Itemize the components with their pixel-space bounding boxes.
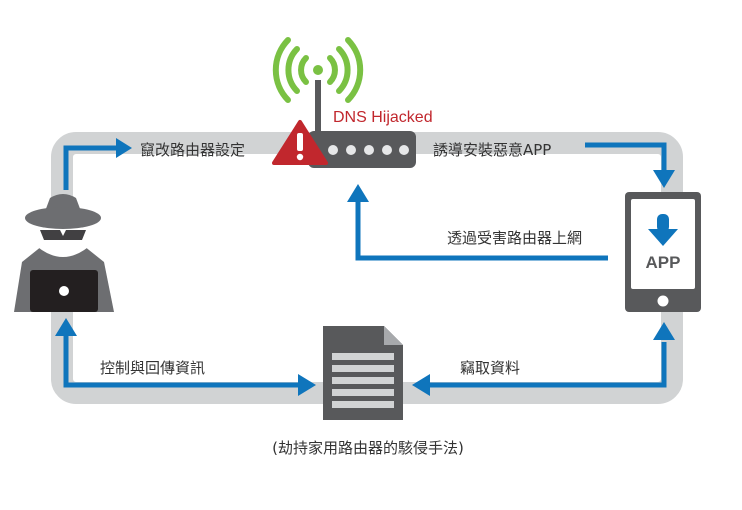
arrowhead: [298, 374, 316, 396]
phone-icon: [625, 192, 701, 312]
label-induce-install: 誘導安裝惡意APP: [433, 141, 551, 159]
arrow-hacker-to-document: [63, 335, 300, 388]
arrowhead: [116, 138, 132, 158]
document-icon: [323, 326, 403, 420]
router-icon: [308, 80, 416, 168]
arrow-phone-to-router: [355, 200, 608, 261]
dns-hijacked-label: DNS Hijacked: [333, 109, 433, 126]
arrowhead: [653, 170, 675, 188]
arrowhead: [412, 374, 430, 396]
laptop-icon: [30, 270, 98, 312]
label-via-router: 透過受害路由器上網: [447, 229, 582, 247]
arrow-phone-to-document: [428, 342, 667, 388]
app-label: APP: [646, 253, 681, 272]
arrowhead: [653, 322, 675, 340]
download-icon: [648, 214, 678, 246]
arrowhead: [55, 318, 77, 336]
label-steal-data: 竊取資料: [460, 359, 520, 377]
wifi-icon: [272, 37, 364, 103]
label-tamper-router: 竄改路由器設定: [140, 141, 245, 159]
warning-icon: [272, 120, 328, 165]
arrow-hacker-to-router: [63, 145, 118, 190]
arrowhead: [347, 184, 369, 202]
label-control-report: 控制與回傳資訊: [100, 359, 205, 377]
arrow-router-to-phone: [585, 142, 667, 172]
diagram-caption: (劫持家用路由器的駭侵手法): [272, 439, 464, 457]
